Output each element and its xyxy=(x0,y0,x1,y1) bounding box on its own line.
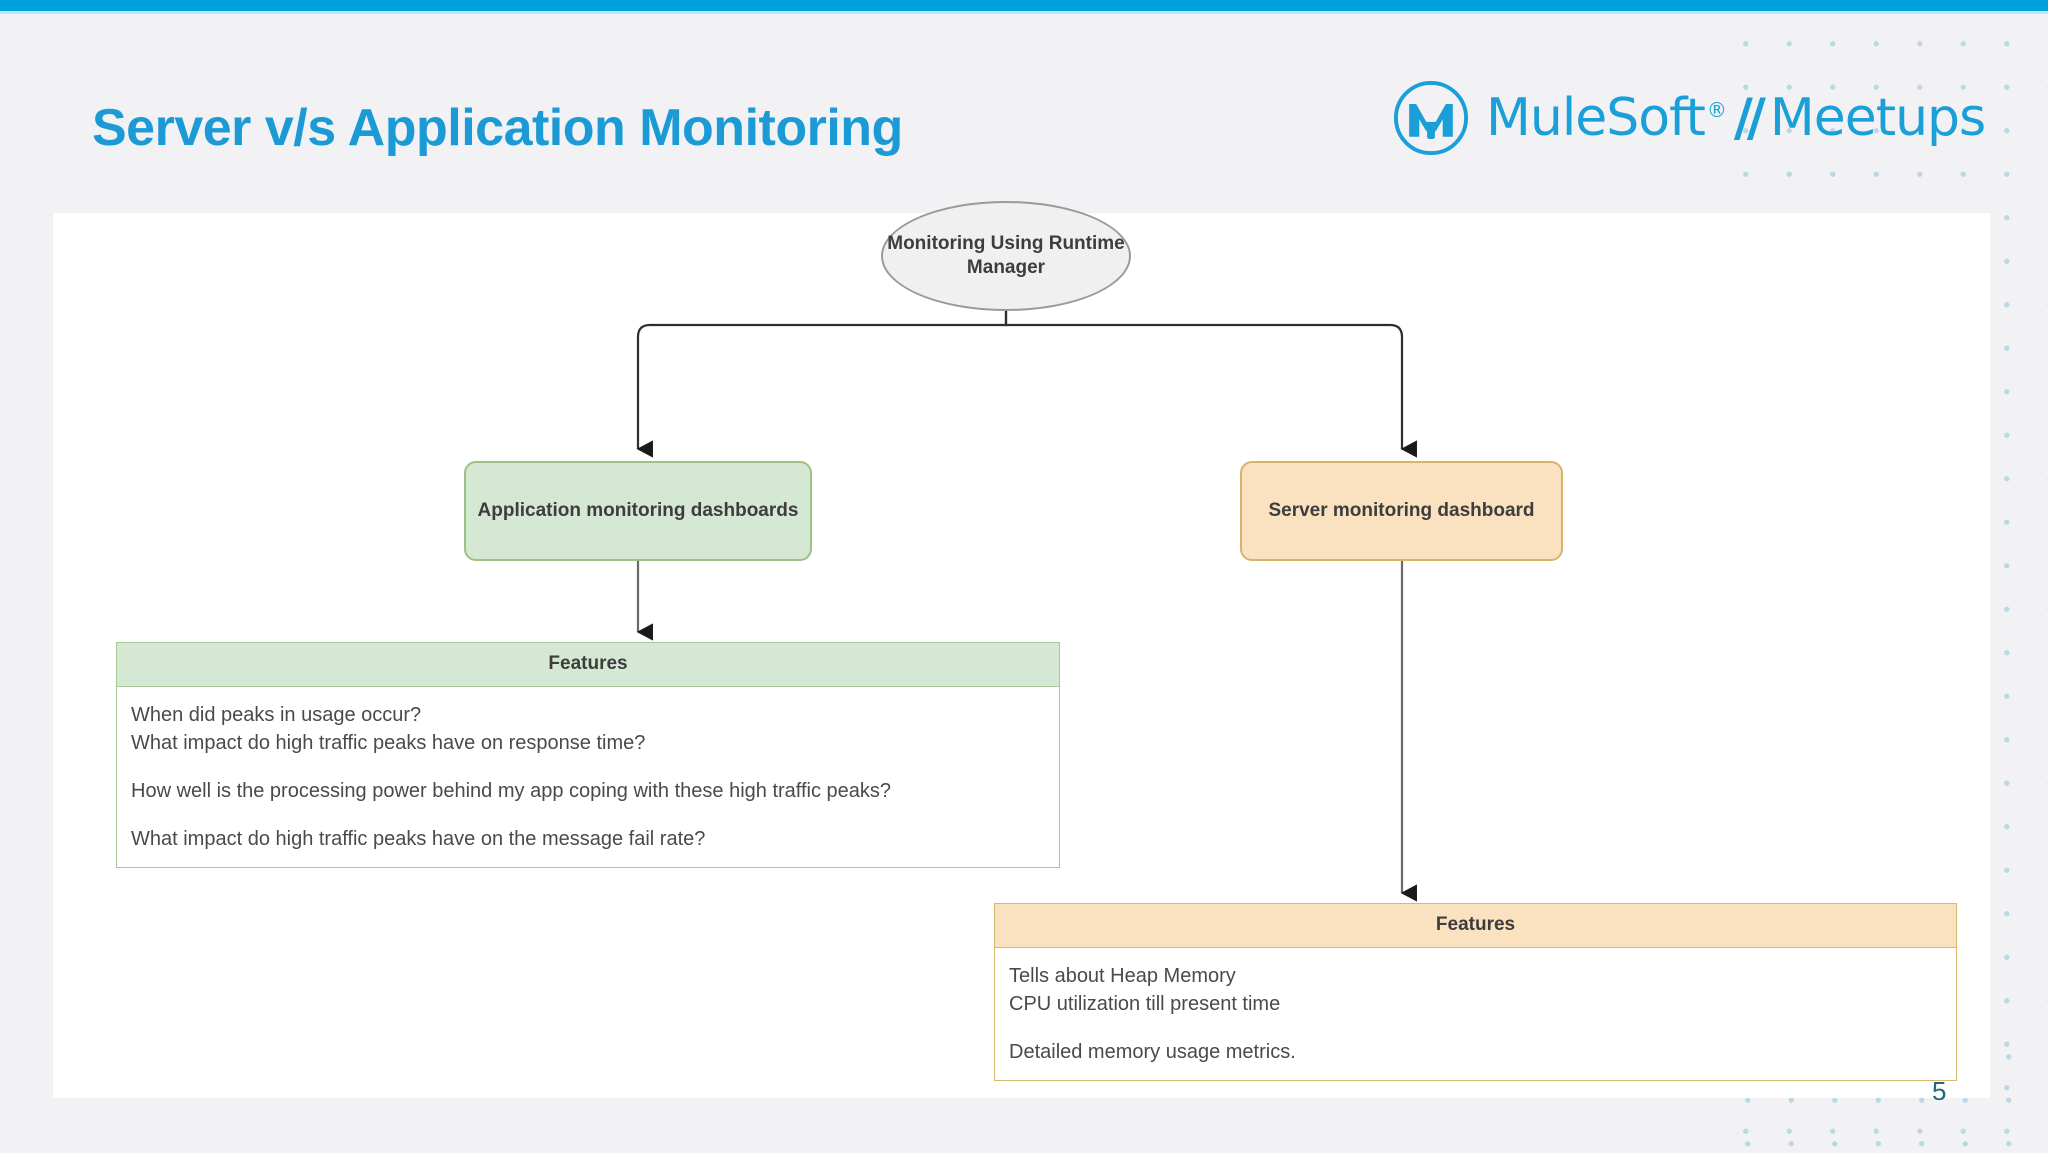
features-table-server-body: Tells about Heap Memory CPU utilization … xyxy=(995,948,1956,1080)
logo-wordmark: MuleSoft®//Meetups xyxy=(1486,88,1986,148)
monitoring-flow-diagram: Monitoring Using Runtime Manager Applica… xyxy=(53,201,1990,1098)
feature-row: Detailed memory usage metrics. xyxy=(1009,1041,1296,1063)
feature-row: Tells about Heap Memory xyxy=(1009,965,1236,987)
node-server-label: Server monitoring dashboard xyxy=(1268,499,1535,521)
node-application-monitoring-dashboards[interactable]: Application monitoring dashboards xyxy=(464,461,812,561)
feature-row: What impact do high traffic peaks have o… xyxy=(131,732,646,754)
diagram-connectors xyxy=(636,311,1417,902)
node-application-label: Application monitoring dashboards xyxy=(477,499,799,521)
logo-registered-mark: ® xyxy=(1706,98,1727,122)
page-title: Server v/s Application Monitoring xyxy=(92,99,903,157)
logo-suffix: Meetups xyxy=(1769,88,1986,148)
features-table-application-header: Features xyxy=(117,643,1059,687)
mulesoft-logo-icon xyxy=(1392,79,1470,157)
feature-row: CPU utilization till present time xyxy=(1009,993,1281,1015)
features-table-server-header: Features xyxy=(995,904,1956,948)
features-table-server: Features Tells about Heap Memory CPU uti… xyxy=(994,903,1957,1081)
logo-separator: // xyxy=(1733,88,1766,148)
page-number: 5 xyxy=(1932,1078,1947,1100)
node-server-monitoring-dashboard[interactable]: Server monitoring dashboard xyxy=(1240,461,1563,561)
node-root-label: Monitoring Using Runtime Manager xyxy=(887,232,1125,278)
top-accent-bar-secondary xyxy=(0,11,2048,14)
feature-row: What impact do high traffic peaks have o… xyxy=(131,828,706,850)
feature-row: When did peaks in usage occur? xyxy=(131,704,422,726)
content-card: Monitoring Using Runtime Manager Applica… xyxy=(53,201,1990,1098)
top-accent-bar xyxy=(0,0,2048,11)
features-table-application: Features When did peaks in usage occur? … xyxy=(116,642,1060,868)
feature-row: How well is the processing power behind … xyxy=(131,780,892,802)
mulesoft-meetups-logo: MuleSoft®//Meetups xyxy=(1392,78,1986,158)
features-table-application-body: When did peaks in usage occur? What impa… xyxy=(117,687,1059,867)
node-root-monitoring[interactable]: Monitoring Using Runtime Manager xyxy=(881,201,1131,311)
logo-brand-name: MuleSoft xyxy=(1486,88,1706,148)
